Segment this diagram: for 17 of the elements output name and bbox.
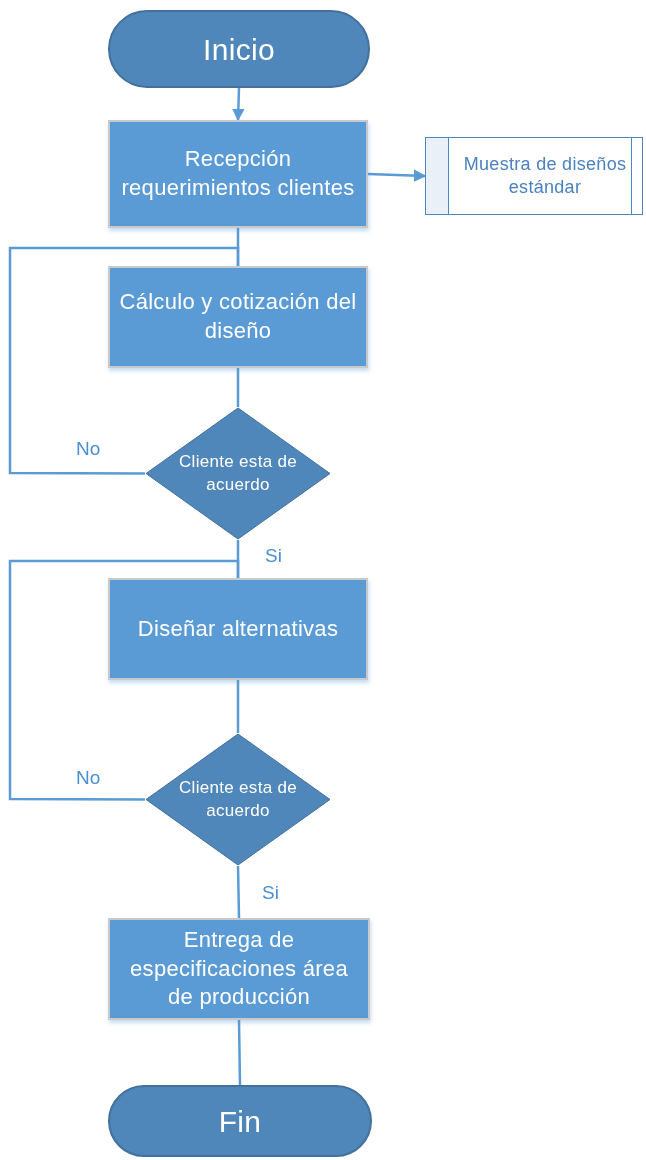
predefined-process-box: Muestra de diseños estándar <box>425 137 643 215</box>
process-box: Recepción requerimientos clientes <box>108 120 368 228</box>
connector-line <box>236 865 241 919</box>
terminal-shape: Fin <box>108 1085 372 1157</box>
decision-label: Cliente esta de acuerdo <box>178 450 298 496</box>
process-box: Entrega de especificaciones área de producción <box>108 918 370 1020</box>
connector-line <box>236 368 240 407</box>
connector-line <box>236 680 240 733</box>
process-box: Diseñar alternativas <box>108 578 368 680</box>
arrow <box>367 169 427 182</box>
process-box: Cálculo y cotización del diseño <box>108 266 368 368</box>
connector-line <box>237 1019 242 1086</box>
connector-line <box>8 559 240 801</box>
connector-line <box>8 246 240 475</box>
terminal-shape: Inicio <box>108 10 370 88</box>
decision-label: Cliente esta de acuerdo <box>178 776 298 822</box>
arrow <box>232 87 245 122</box>
